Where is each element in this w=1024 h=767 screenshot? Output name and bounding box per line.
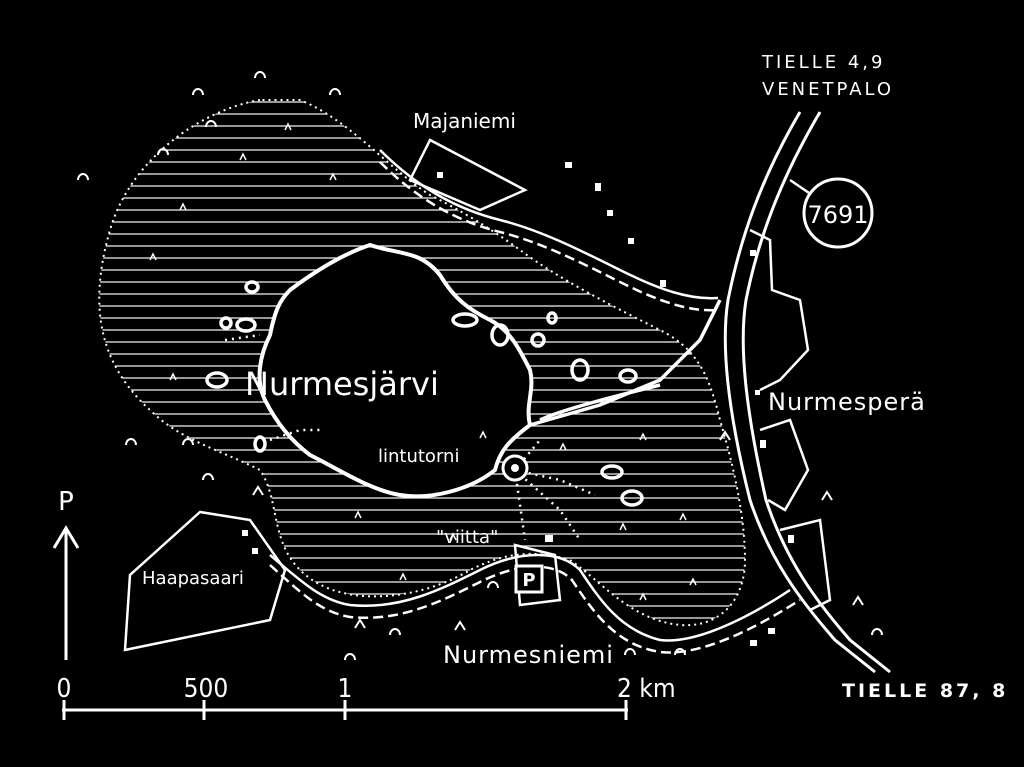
scale-label-500: 500 <box>184 674 229 704</box>
terrain-symbols <box>77 71 883 661</box>
local-roads <box>269 149 801 654</box>
road-south-label: TIELLE 87, 8 <box>842 680 1008 702</box>
scale-label-0: 0 <box>57 674 72 704</box>
property-outlines <box>123 138 832 652</box>
haapasaari-label: Haapasaari <box>142 568 244 589</box>
boardwalk-path <box>529 299 722 427</box>
scale-label-1: 1 <box>338 674 353 704</box>
road-north-line2: VENETPALO <box>762 79 894 100</box>
signpost-label: "viitta" <box>436 527 498 548</box>
parking-label: P <box>522 570 535 591</box>
parking-icon: P <box>514 564 544 594</box>
main-road <box>723 111 891 674</box>
nurmesniemi-label: Nurmesniemi <box>443 641 614 669</box>
bird-tower-label: lintutorni <box>378 446 459 467</box>
road-number-label: 7691 <box>807 201 868 229</box>
nurmespera-label: Nurmesperä <box>768 388 926 416</box>
trails <box>224 333 596 541</box>
north-arrow-label: P <box>58 487 74 517</box>
lake-name-label: Nurmesjärvi <box>245 365 439 403</box>
road-number-badge: 7691 <box>789 177 874 249</box>
bird-tower-icon <box>501 454 529 482</box>
lake-open-water <box>257 242 534 499</box>
buildings <box>242 162 794 646</box>
road-north-line1: TIELLE 4,9 <box>761 52 885 73</box>
scale-bar: 0 500 1 2 km <box>57 674 676 720</box>
majaniemi-label: Majaniemi <box>413 109 516 133</box>
north-arrow: P <box>52 487 80 660</box>
scale-label-2km: 2 km <box>617 674 676 704</box>
islands <box>205 280 644 507</box>
vegetation-marks <box>149 122 697 601</box>
